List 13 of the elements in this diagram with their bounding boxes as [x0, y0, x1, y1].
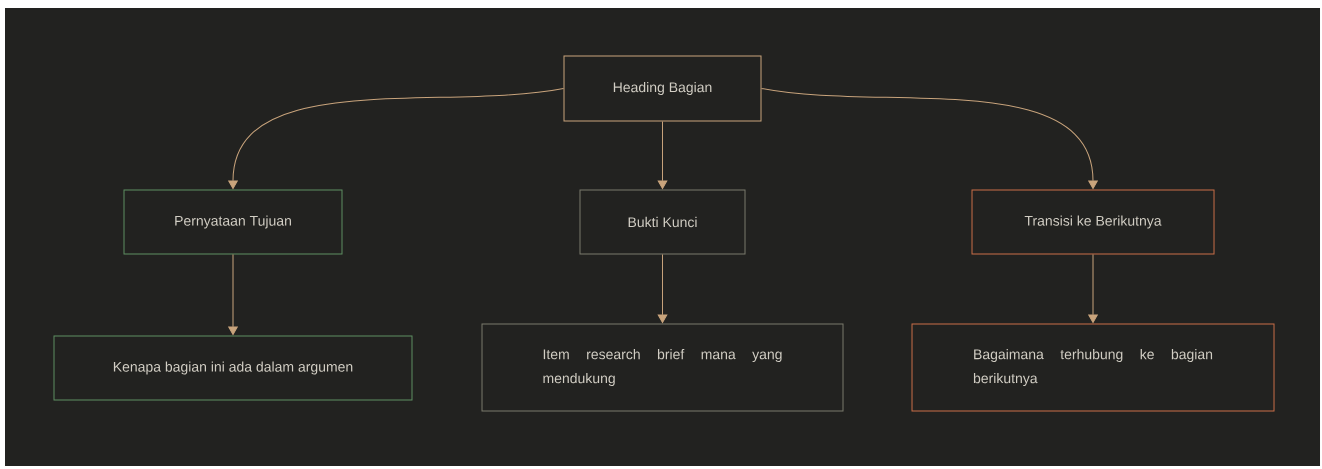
arrow: [761, 88, 1098, 189]
process-box: Bukti Kunci: [579, 189, 746, 255]
arrow: [1088, 254, 1098, 323]
process-box: Transisi ke Berikutnya: [971, 189, 1215, 255]
process-box: Kenapa bagian ini ada dalam argumen: [53, 335, 413, 401]
heading-box: Heading Bagian: [563, 55, 762, 122]
process-box: Pernyataan Tujuan: [123, 189, 343, 255]
arrow: [657, 121, 668, 189]
process-box: Item research brief mana yang mendukung: [481, 323, 844, 412]
arrow: [228, 88, 564, 189]
arrow: [657, 254, 668, 323]
process-box: Bagaimana terhubung ke bagian berikutnya: [911, 323, 1275, 412]
arrow: [228, 254, 238, 335]
